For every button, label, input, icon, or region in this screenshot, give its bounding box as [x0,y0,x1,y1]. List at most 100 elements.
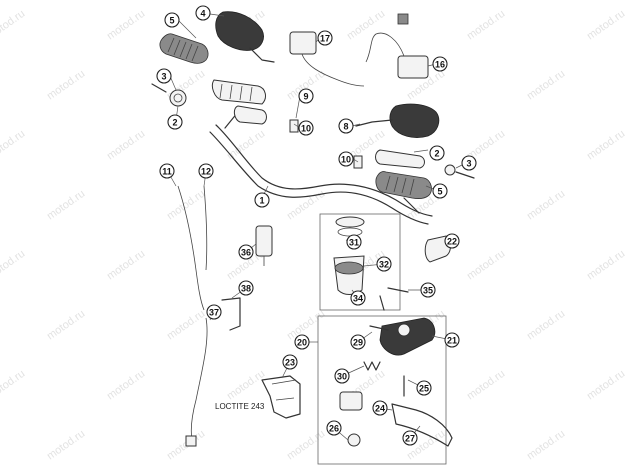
right-grip-ribs [385,175,415,196]
callout-number: 22 [447,237,457,247]
callout-circle [298,120,314,136]
callout-circle [444,332,460,348]
watermark-text: motod.ru [0,128,27,163]
callout-number: 1 [259,196,264,206]
watermark-text: motod.ru [225,128,267,163]
callout-10: 10 [298,120,314,136]
left-bar-end-screw [151,83,167,93]
watermark-text: motod.ru [105,248,147,283]
callout-number: 27 [405,434,415,444]
callout-21: 21 [444,332,460,348]
callout-24: 24 [372,400,388,416]
callout-circle [238,280,254,296]
callout-number: 10 [341,155,351,165]
callout-30: 30 [334,368,350,384]
watermark-text: motod.ru [585,248,625,283]
lever-bushing [347,433,361,447]
bolt-9 [289,119,299,133]
handlebar [215,124,433,217]
callout-4: 4 [195,5,211,21]
throttle-cable-a [177,185,205,311]
watermark-text: motod.ru [45,428,87,463]
callout-number: 35 [423,286,433,296]
right-mirror [389,103,440,138]
left-mirror-stem [249,47,275,63]
callout-circle [338,151,354,167]
callout-number: 29 [353,338,363,348]
sensor-housing [255,225,273,257]
watermark-text: motod.ru [225,368,267,403]
callout-number: 32 [379,260,389,270]
callout-1: 1 [254,192,270,208]
callout-circle [350,334,366,350]
throttle-cable-b [203,185,208,271]
watermark-text: motod.ru [285,188,327,223]
callout-9: 9 [298,88,314,104]
callout-5: 5 [164,12,180,28]
callout-circle [350,290,366,306]
callout-number: 2 [172,118,177,128]
callout-circle [376,256,392,272]
piston-assembly [339,391,363,411]
watermark-text: motod.ru [45,68,87,103]
callout-circle [420,282,436,298]
watermark-text: motod.ru [105,368,147,403]
callout-circle [198,163,214,179]
callout-number: 3 [466,159,471,169]
clamp-screw-35 [387,287,409,293]
right-bar-end-screw [455,171,475,179]
callout-circle [195,5,211,21]
callout-2: 2 [429,145,445,161]
callout-number: 20 [297,338,307,348]
left-throttle-ribs [219,83,253,102]
callout-34: 34 [350,290,366,306]
callout-circle [444,233,460,249]
callout-circle [416,380,432,396]
callout-circle [461,155,477,171]
callout-circle [338,118,354,134]
callout-number: 31 [349,238,359,248]
callout-circle [334,368,350,384]
watermark-text: motod.ru [525,68,567,103]
master-cylinder-port [397,323,411,337]
right-throttle-sleeve [375,149,425,169]
callout-number: 17 [320,34,330,44]
callout-20: 20 [294,334,310,350]
callout-8: 8 [338,118,354,134]
callout-10: 10 [338,151,354,167]
cable-bracket [221,297,241,331]
callout-16: 16 [432,56,448,72]
switch-cable-right [365,32,405,63]
callout-circle [294,334,310,350]
watermark-text: motod.ru [585,8,625,43]
loctite-note: LOCTITE 243 [215,402,265,411]
right-switch-housing [397,55,429,79]
watermark-text: motod.ru [0,368,27,403]
callout-2: 2 [167,114,183,130]
callout-number: 34 [353,294,363,304]
callout-38: 38 [238,280,254,296]
watermark-text: motod.ru [45,308,87,343]
watermark-text: motod.ru [525,188,567,223]
callout-number: 30 [337,372,347,382]
left-bar-end-weight [169,89,187,107]
callout-number: 36 [241,248,251,258]
callout-29: 29 [350,334,366,350]
watermark-text: motod.ru [45,188,87,223]
callout-22: 22 [444,233,460,249]
callout-27: 27 [402,430,418,446]
screw-32 [379,295,385,311]
callout-circle [317,30,333,46]
reservoir-cap [335,216,365,228]
callout-circle [206,304,222,320]
callout-32: 32 [376,256,392,272]
callout-circle [326,420,342,436]
callout-circle [402,430,418,446]
callout-12: 12 [198,163,214,179]
watermark-text: motod.ru [525,428,567,463]
watermark-text: motod.ru [465,368,507,403]
hot-start-bracket-detail [271,379,297,401]
callout-number: 9 [303,92,308,102]
callout-number: 5 [437,187,442,197]
